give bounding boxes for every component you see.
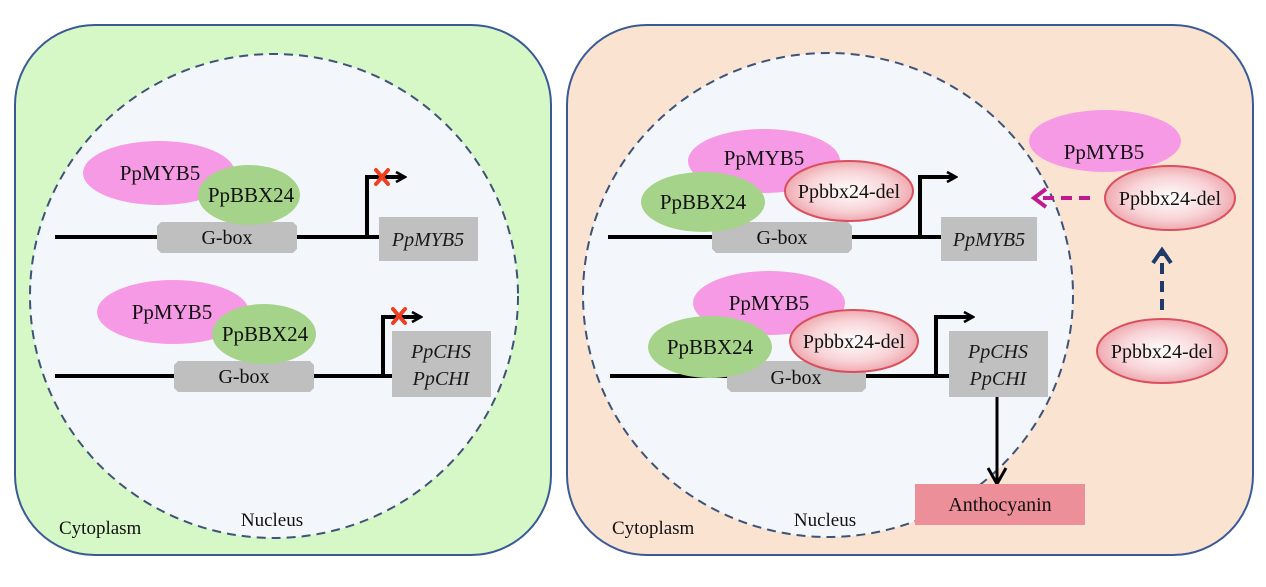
protein-ppbbx24-del bbox=[789, 309, 919, 373]
x-mark-icon bbox=[374, 168, 390, 186]
protein-ppbbx24 bbox=[648, 316, 772, 378]
transcription-start-arrow-icon bbox=[381, 317, 420, 376]
nucleus-label: Nucleus bbox=[794, 510, 856, 531]
protein-ppmyb5 bbox=[83, 141, 235, 205]
gene-label: PpMYB5 bbox=[952, 229, 1025, 251]
protein-ppmyb5-label: PpMYB5 bbox=[729, 291, 810, 315]
protein-ppmyb5-label: PpMYB5 bbox=[120, 161, 201, 185]
gene-box-ppmyb5 bbox=[941, 217, 1037, 261]
cytoplasm-complex: PpMYB5 Ppbbx24-del bbox=[1029, 110, 1236, 231]
gene-box-ppchs-ppchi bbox=[949, 331, 1048, 397]
protein-ppbbx24-del-free bbox=[1096, 318, 1228, 384]
anthocyanin-box bbox=[915, 484, 1085, 525]
gbox-label: G-box bbox=[218, 366, 269, 388]
panel-right: G-box PpMYB5 PpBBX24 Ppbbx24-del PpMYB5 … bbox=[566, 24, 1254, 556]
gbox-element bbox=[174, 361, 314, 392]
gbox-element bbox=[712, 222, 852, 253]
protein-ppbbx24 bbox=[641, 172, 765, 232]
protein-ppbbx24-del-label: Ppbbx24-del bbox=[1111, 341, 1214, 363]
dashed-up-arrow-icon bbox=[1151, 246, 1173, 310]
promoter-left-1: G-box PpMYB5 PpBBX24 PpMYB5 bbox=[55, 141, 478, 261]
x-mark-icon bbox=[391, 307, 407, 325]
protein-ppbbx24-label: PpBBX24 bbox=[667, 335, 754, 359]
cytoplasm-label: Cytoplasm bbox=[612, 518, 695, 539]
gene-box-ppmyb5 bbox=[379, 217, 478, 261]
protein-ppmyb5 bbox=[97, 280, 249, 344]
gbox-label: G-box bbox=[756, 227, 807, 249]
transcription-start-arrow-icon bbox=[934, 317, 972, 376]
transcription-start-arrow-icon bbox=[365, 177, 404, 237]
panel-left: G-box PpMYB5 PpBBX24 PpMYB5 G-box PpMYB5… bbox=[14, 24, 552, 556]
gbox-element bbox=[157, 222, 297, 253]
promoter-right-2: G-box PpMYB5 PpBBX24 Ppbbx24-del PpCHS P… bbox=[610, 271, 1048, 397]
gene-label: PpCHS bbox=[410, 341, 471, 363]
protein-ppbbx24-label: PpBBX24 bbox=[222, 322, 309, 346]
gene-label: PpCHI bbox=[412, 368, 471, 390]
protein-ppbbx24-label: PpBBX24 bbox=[208, 183, 295, 207]
promoter-left-2: G-box PpMYB5 PpBBX24 PpCHS PpCHI bbox=[55, 280, 491, 397]
dashed-left-arrow-icon bbox=[1030, 187, 1090, 209]
protein-ppbbx24-del bbox=[784, 160, 914, 222]
protein-ppbbx24-del-label: Ppbbx24-del bbox=[803, 331, 906, 353]
protein-ppbbx24-label: PpBBX24 bbox=[660, 190, 747, 214]
anthocyanin-label: Anthocyanin bbox=[948, 494, 1051, 516]
gene-label: PpCHS bbox=[967, 341, 1028, 363]
protein-ppbbx24 bbox=[198, 165, 300, 225]
protein-ppbbx24-del bbox=[1104, 165, 1236, 231]
protein-ppmyb5 bbox=[1029, 110, 1181, 172]
protein-ppmyb5-label: PpMYB5 bbox=[132, 300, 213, 324]
protein-ppbbx24 bbox=[212, 304, 316, 364]
protein-ppmyb5-label: PpMYB5 bbox=[1064, 140, 1145, 164]
nucleus-left bbox=[29, 53, 519, 539]
protein-ppbbx24-del-label: Ppbbx24-del bbox=[798, 181, 901, 203]
nucleus-label: Nucleus bbox=[241, 510, 303, 531]
gene-label: PpCHI bbox=[969, 368, 1028, 390]
gbox-label: G-box bbox=[770, 367, 821, 389]
cytoplasm-label: Cytoplasm bbox=[59, 518, 142, 539]
transcription-start-arrow-icon bbox=[918, 177, 955, 237]
gene-box-ppchs-ppchi bbox=[392, 331, 491, 397]
protein-ppbbx24-del-label: Ppbbx24-del bbox=[1119, 188, 1222, 210]
gbox-label: G-box bbox=[201, 227, 252, 249]
protein-ppmyb5-label: PpMYB5 bbox=[724, 146, 805, 170]
gene-label: PpMYB5 bbox=[391, 229, 464, 251]
promoter-right-1: G-box PpMYB5 PpBBX24 Ppbbx24-del PpMYB5 bbox=[608, 129, 1037, 261]
